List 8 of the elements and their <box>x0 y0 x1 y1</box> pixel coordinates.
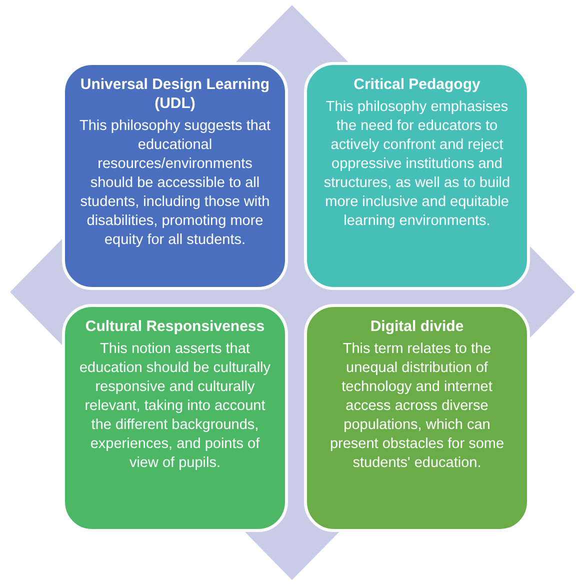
card-description: This notion asserts that education should be culturally responsive and culturally relevant, taking into account the different backgrounds, experiences, and points of view of pupils. <box>78 340 272 473</box>
card-description: This philosophy suggests that educational resources/environments should be accessible to all students, including those with disabilities, promoting more equity for all students. <box>78 117 272 250</box>
card-description: This term relates to the unequal distribution of technology and internet access across diverse populations, which can present obstacles for some students' education. <box>328 340 506 473</box>
card-heading: Critical Pedagogy <box>352 75 482 94</box>
card-heading: Cultural Responsiveness <box>84 317 266 336</box>
card-description: This philosophy emphasises the need for educators to actively confront and reject oppressive institutions and structures, as well as to build more inclusive and equitable learning environments. <box>322 98 512 231</box>
card-heading: Digital divide <box>369 317 465 336</box>
card-heading: Universal Design Learning (UDL) <box>79 75 271 113</box>
